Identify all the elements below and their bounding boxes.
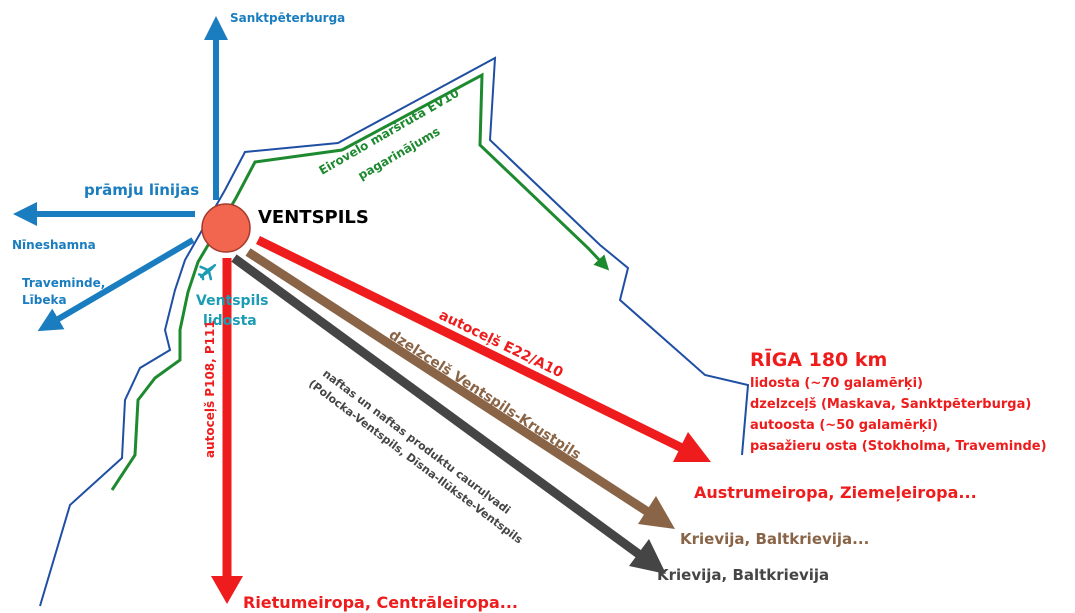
rail-arrow-line [245,248,651,516]
riga-line-airport: lidosta (~70 galamērķi) [750,376,923,391]
label-sanktpeterburga: Sanktpēterburga [230,11,345,25]
dest-east: Austrumeiropa, Ziemeļeiropa... [694,483,977,502]
label-traveminde: Traveminde, [22,276,105,290]
dest-rail: Krievija, Baltkrievija... [680,530,869,548]
coastline-outline [39,56,750,607]
ev10-route [110,72,610,491]
road-e22-arrow-line [256,235,684,453]
pipeline-arrow-line [231,254,643,559]
pipeline-arrowhead [629,539,666,574]
arrow-southwest [37,237,195,332]
label-nynashamn: Nīneshamna [12,238,96,252]
label-airport-name: Ventspils [196,293,269,309]
riga-line-rail: dzelzceļš (Maskava, Sanktpēterburga) [750,397,1031,412]
city-label: VENTSPILS [258,207,369,228]
label-ferry: prāmju līnijas [84,181,199,199]
riga-line-bus: autoosta (~50 galamērķi) [750,418,938,433]
riga-title: RĪGA 180 km [750,348,887,371]
riga-line-port: pasažieru osta (Stokholma, Traveminde) [750,439,1047,454]
dest-pipeline: Krievija, Baltkrievija [657,566,829,584]
ventspils-marker [201,203,251,253]
label-airport-type: lidosta [203,313,257,329]
road-e22-arrowhead [673,432,711,462]
road-south-arrowhead [211,576,243,604]
rail-arrowhead [638,496,675,529]
label-libeka: Lībeka [22,293,67,307]
airplane-icon [197,263,217,281]
label-road-p108: autoceļš P108, P111 [203,320,217,458]
dest-south: Rietumeiropa, Centrāleiropa... [243,593,518,612]
